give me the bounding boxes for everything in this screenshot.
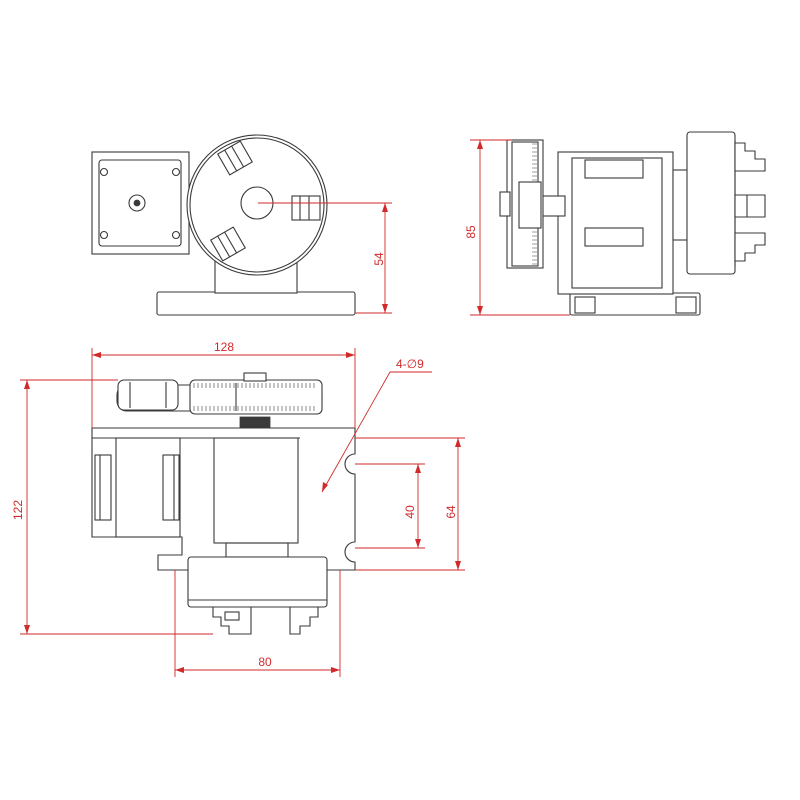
side-jaw [734, 142, 766, 172]
dim-total-height: 122 [11, 500, 25, 520]
chuck-jaw [209, 226, 247, 262]
side-base-plate [569, 292, 701, 316]
dim-base-depth: 64 [444, 505, 458, 519]
front-view: 54 [91, 134, 392, 316]
dim-side-height: 85 [464, 225, 478, 239]
top-view: 128 122 40 64 80 4-∅9 [11, 340, 465, 677]
side-bearing [584, 227, 644, 247]
front-motor-body [98, 159, 182, 247]
side-shaft [539, 195, 566, 217]
dim-chuck-width: 80 [258, 655, 272, 669]
side-chuck-body [686, 131, 736, 275]
top-coupling [239, 416, 271, 430]
dim-front-height: 54 [372, 252, 386, 266]
motor-screw-hole [171, 230, 181, 240]
chuck-disc-inner [189, 137, 325, 273]
top-small-pulley [117, 379, 179, 411]
top-jaw [289, 606, 319, 635]
dim-top-width: 128 [214, 340, 234, 354]
chuck-jaw [291, 195, 321, 221]
front-base-plate [156, 291, 356, 316]
side-jaw [734, 194, 766, 218]
motor-screw-hole [99, 167, 109, 177]
side-view: 85 [464, 131, 766, 316]
motor-shaft [128, 194, 146, 212]
motor-screw-hole [99, 230, 109, 240]
dim-hole-pitch: 40 [403, 505, 417, 519]
top-spindle-housing [213, 437, 299, 544]
side-jaw [734, 232, 766, 262]
dim-hole-callout: 4-∅9 [396, 357, 424, 371]
motor-shaft-center [133, 199, 141, 207]
top-motor-block [115, 437, 181, 538]
top-pulley-hub [243, 372, 267, 382]
side-bearing [584, 159, 644, 179]
top-chuck-body [187, 556, 328, 608]
motor-screw-hole [171, 167, 181, 177]
chuck-jaw [216, 140, 254, 176]
